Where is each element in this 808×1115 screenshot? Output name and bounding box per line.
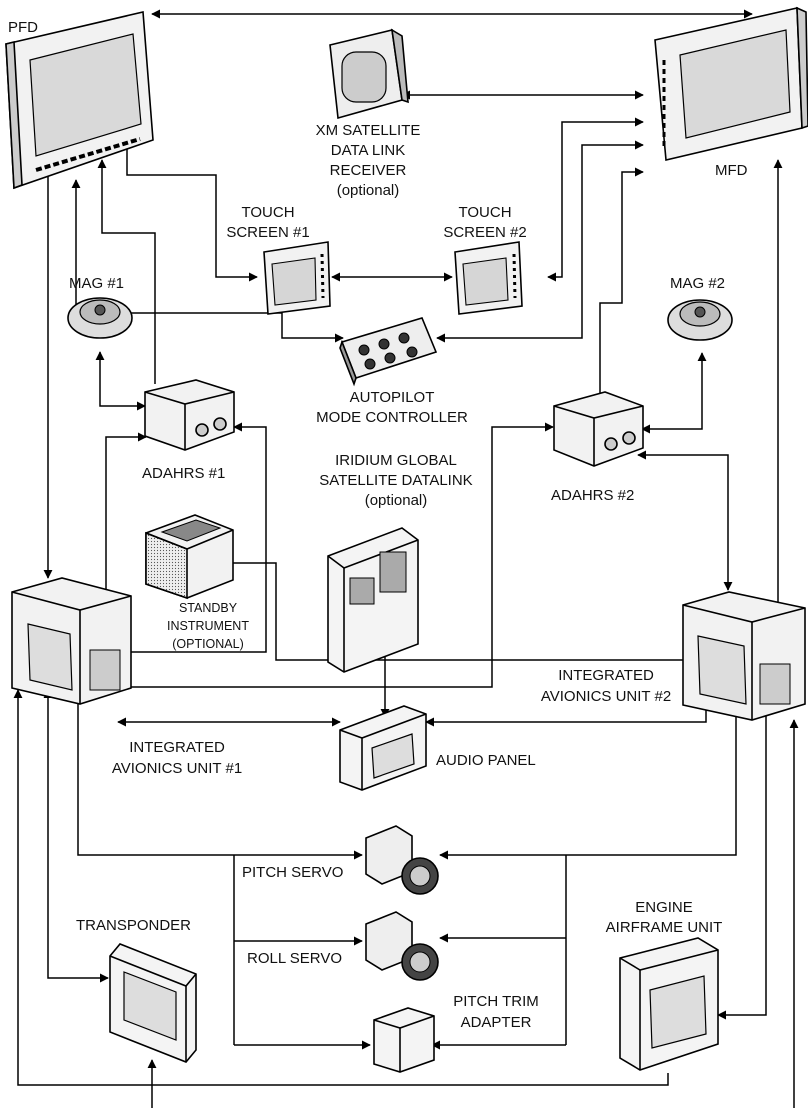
label-mag2: MAG #2 bbox=[670, 275, 725, 292]
svg-text:(OPTIONAL): (OPTIONAL) bbox=[172, 637, 244, 651]
label-roll-servo: ROLL SERVO bbox=[247, 950, 342, 967]
label-iridium: IRIDIUM GLOBAL SATELLITE DATALINK (optio… bbox=[319, 452, 472, 509]
wire-pitch-servo-iau2 bbox=[440, 690, 736, 855]
wire-mfd-adahrs2 bbox=[600, 172, 643, 396]
wire-adahrs1-iau1 bbox=[106, 437, 146, 605]
label-iau1: INTEGRATED AVIONICS UNIT #1 bbox=[112, 739, 242, 777]
iridium-datalink bbox=[328, 528, 418, 672]
svg-text:ENGINE: ENGINE bbox=[635, 899, 693, 916]
label-touch1: TOUCH SCREEN #1 bbox=[226, 204, 309, 241]
wire-standby-iau2 bbox=[232, 563, 689, 660]
integrated-avionics-unit-2 bbox=[683, 592, 805, 720]
xm-receiver bbox=[330, 30, 408, 118]
label-transponder: TRANSPONDER bbox=[76, 917, 191, 934]
label-pfd: PFD bbox=[8, 19, 38, 36]
wire-mag2-adahrs2 bbox=[642, 353, 702, 429]
label-adahrs1: ADAHRS #1 bbox=[142, 465, 225, 482]
label-pitch-servo: PITCH SERVO bbox=[242, 864, 343, 881]
wire-mag1-adahrs1 bbox=[100, 352, 145, 406]
transponder bbox=[110, 944, 196, 1062]
wire-adahrs2-iau2 bbox=[638, 455, 728, 590]
standby-instrument bbox=[146, 515, 233, 598]
svg-text:AIRFRAME UNIT: AIRFRAME UNIT bbox=[606, 919, 723, 936]
mag-1 bbox=[68, 298, 132, 338]
svg-text:DATA LINK: DATA LINK bbox=[331, 142, 405, 159]
svg-text:SCREEN #2: SCREEN #2 bbox=[443, 224, 526, 241]
autopilot-mode-controller bbox=[340, 318, 436, 384]
pfd-display bbox=[6, 12, 153, 188]
label-standby: STANDBY INSTRUMENT (OPTIONAL) bbox=[167, 601, 249, 651]
label-autopilot: AUTOPILOT MODE CONTROLLER bbox=[316, 389, 468, 426]
wire-pfd-adahrs1 bbox=[102, 160, 155, 384]
pitch-trim-adapter bbox=[374, 1008, 434, 1072]
integrated-avionics-unit-1 bbox=[12, 578, 131, 704]
svg-text:TOUCH: TOUCH bbox=[241, 204, 294, 221]
label-pitch-trim: PITCH TRIM ADAPTER bbox=[453, 993, 539, 1031]
adahrs-1 bbox=[145, 380, 234, 450]
label-touch2: TOUCH SCREEN #2 bbox=[443, 204, 526, 241]
wire-iau2-engine bbox=[718, 690, 766, 1015]
svg-text:RECEIVER: RECEIVER bbox=[330, 162, 407, 179]
mfd-display bbox=[655, 8, 808, 160]
wire-pfd-touch1 bbox=[127, 132, 257, 277]
touch-screen-2 bbox=[455, 242, 522, 314]
mag-2 bbox=[668, 300, 732, 340]
svg-text:IRIDIUM GLOBAL: IRIDIUM GLOBAL bbox=[335, 452, 457, 469]
label-mag1: MAG #1 bbox=[69, 275, 124, 292]
svg-text:INTEGRATED: INTEGRATED bbox=[129, 739, 225, 756]
audio-panel bbox=[340, 706, 426, 790]
svg-text:(optional): (optional) bbox=[337, 182, 400, 199]
pitch-servo bbox=[366, 826, 438, 894]
label-iau2: INTEGRATED AVIONICS UNIT #2 bbox=[541, 667, 671, 705]
svg-text:AVIONICS UNIT #1: AVIONICS UNIT #1 bbox=[112, 760, 242, 777]
roll-servo bbox=[366, 912, 438, 980]
svg-text:PITCH TRIM: PITCH TRIM bbox=[453, 993, 539, 1010]
svg-text:INTEGRATED: INTEGRATED bbox=[558, 667, 654, 684]
label-adahrs2: ADAHRS #2 bbox=[551, 487, 634, 504]
svg-text:SCREEN #1: SCREEN #1 bbox=[226, 224, 309, 241]
label-xm: XM SATELLITE DATA LINK RECEIVER (optiona… bbox=[316, 122, 421, 199]
svg-text:(optional): (optional) bbox=[365, 492, 428, 509]
label-engine: ENGINE AIRFRAME UNIT bbox=[606, 899, 723, 936]
svg-text:MODE CONTROLLER: MODE CONTROLLER bbox=[316, 409, 468, 426]
svg-text:AUTOPILOT: AUTOPILOT bbox=[350, 389, 435, 406]
svg-text:AVIONICS UNIT #2: AVIONICS UNIT #2 bbox=[541, 688, 671, 705]
svg-text:INSTRUMENT: INSTRUMENT bbox=[167, 619, 249, 633]
svg-text:XM SATELLITE: XM SATELLITE bbox=[316, 122, 421, 139]
touch-screen-1 bbox=[264, 242, 330, 314]
adahrs-2 bbox=[554, 392, 643, 466]
svg-text:STANDBY: STANDBY bbox=[179, 601, 238, 615]
engine-airframe-unit bbox=[620, 938, 718, 1070]
svg-text:ADAPTER: ADAPTER bbox=[461, 1014, 532, 1031]
svg-text:SATELLITE DATALINK: SATELLITE DATALINK bbox=[319, 472, 472, 489]
label-audio: AUDIO PANEL bbox=[436, 752, 536, 769]
svg-text:TOUCH: TOUCH bbox=[458, 204, 511, 221]
label-mfd: MFD bbox=[715, 162, 748, 179]
